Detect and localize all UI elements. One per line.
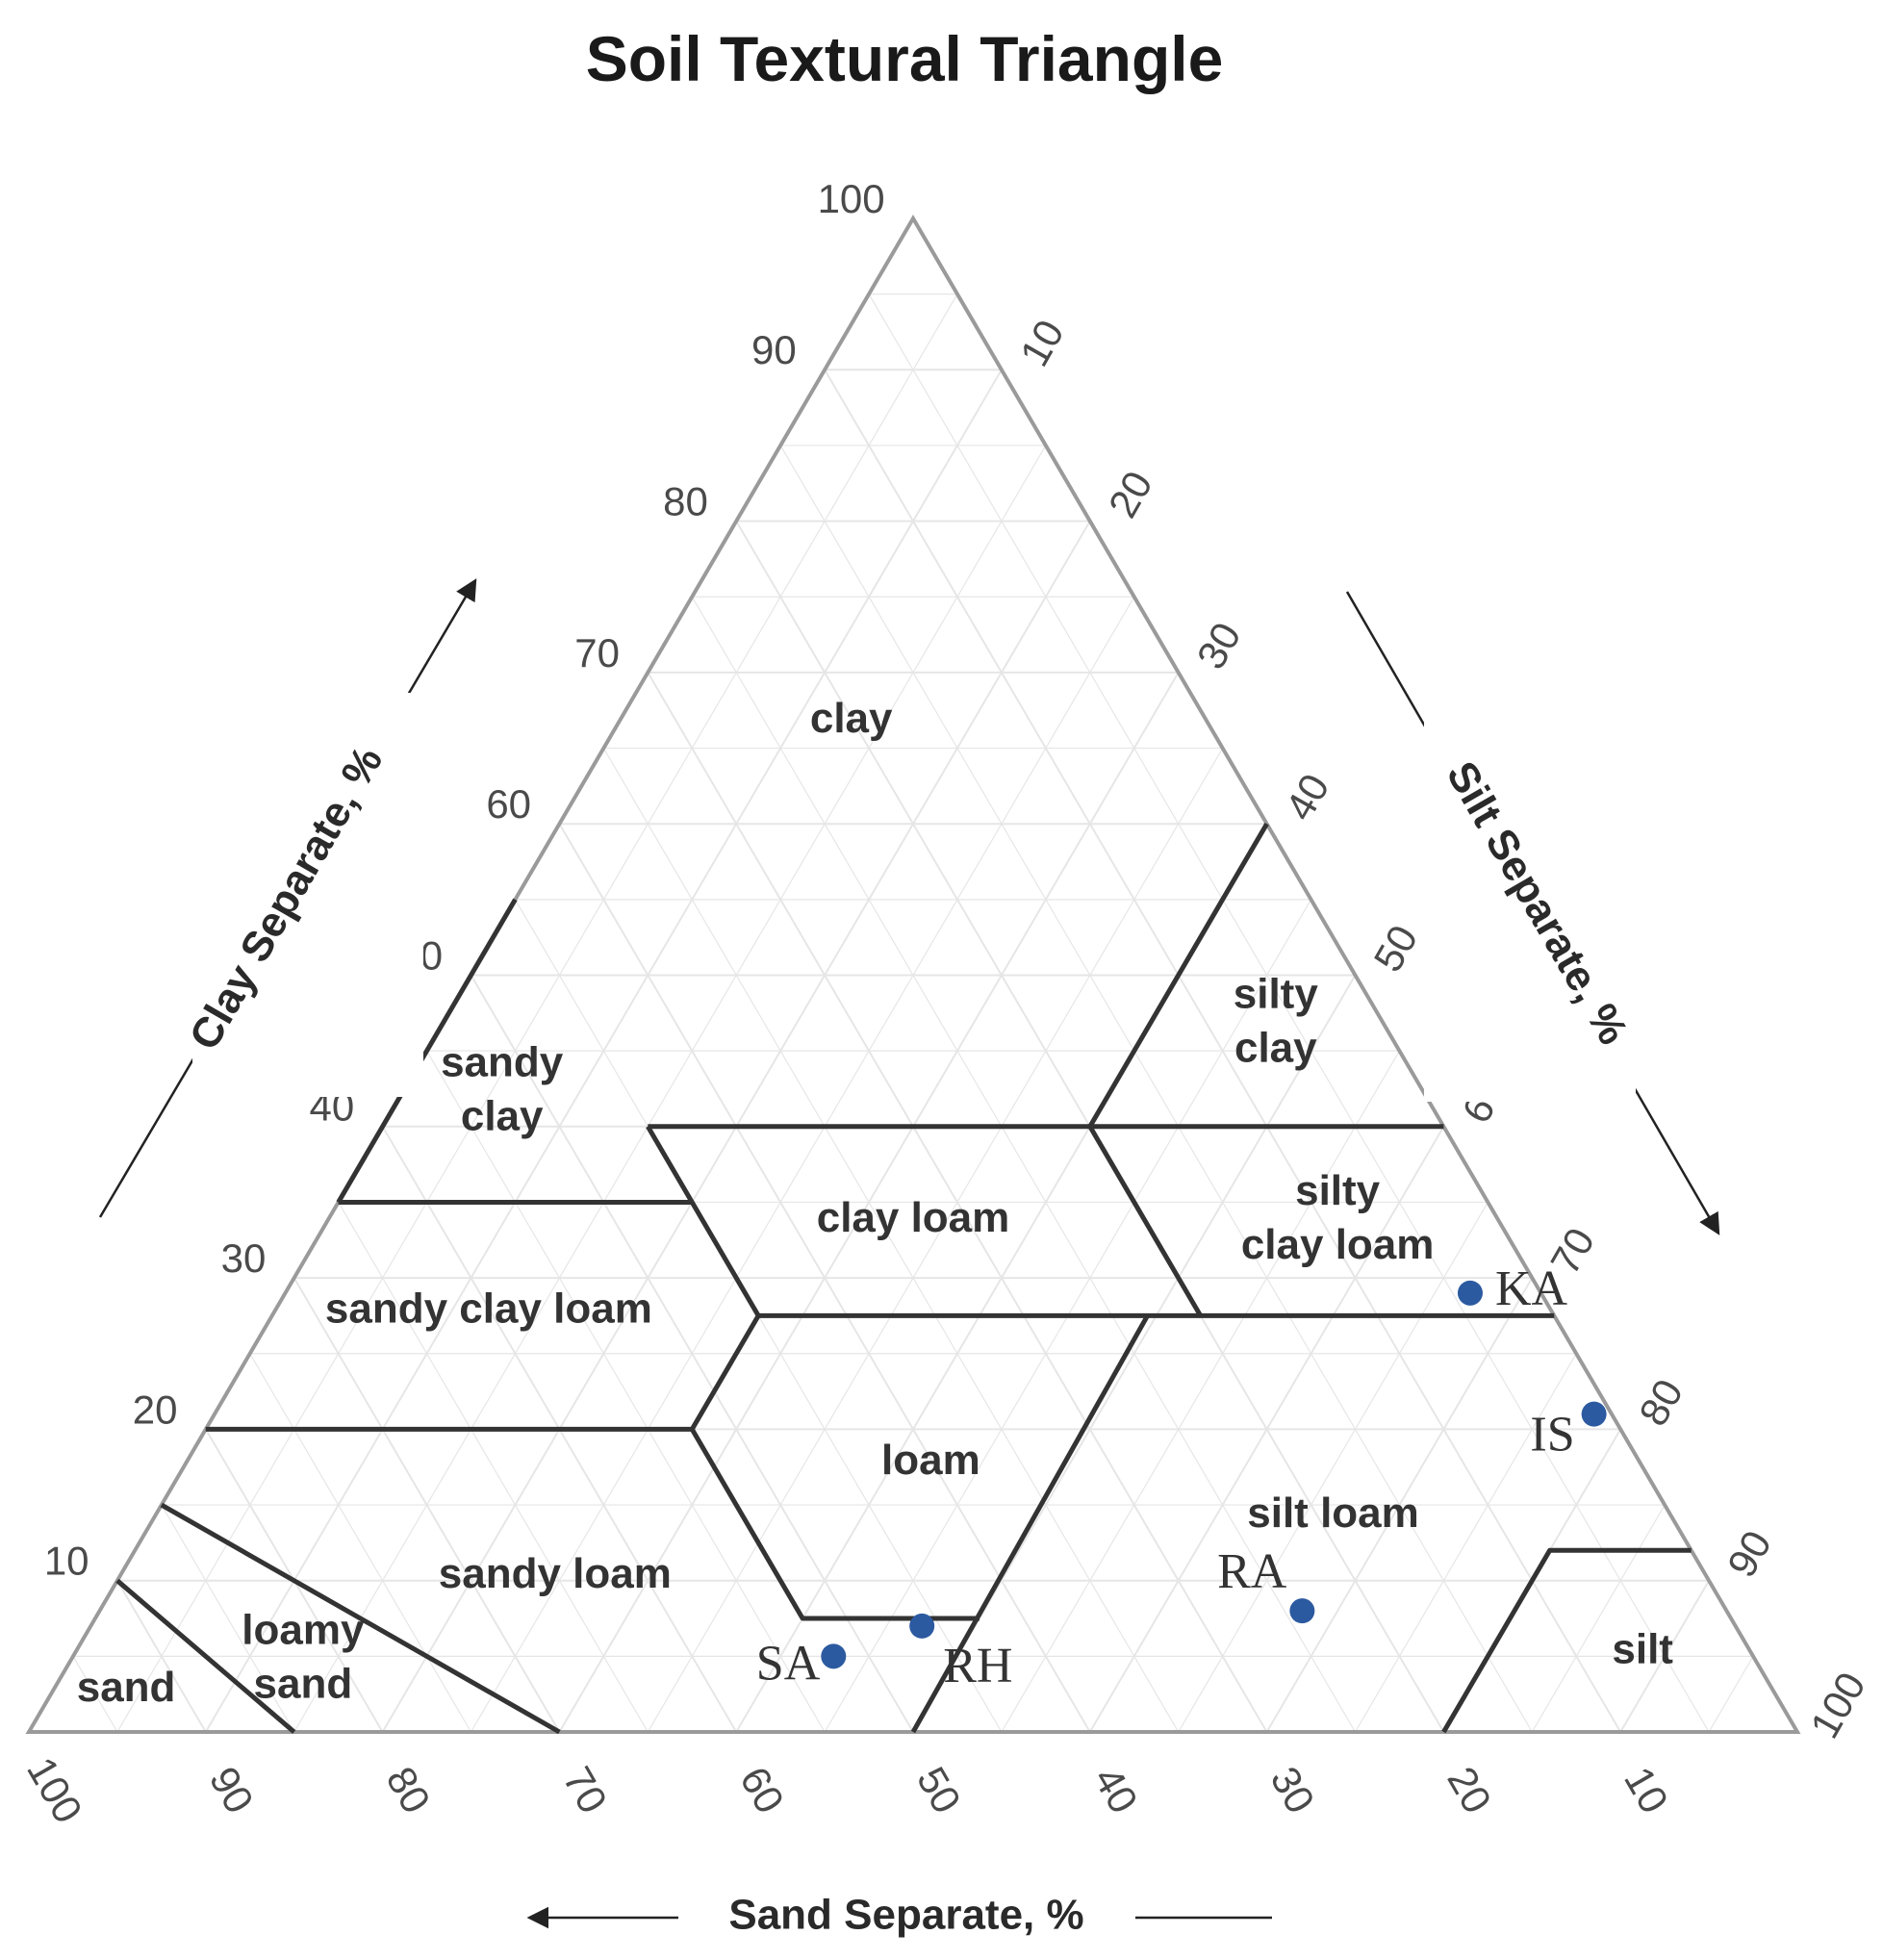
class-boundaries: [115, 822, 1692, 1735]
grid-line: [1001, 1050, 1400, 1733]
sample-label-rh: RH: [943, 1639, 1012, 1693]
region-label-sand: sand: [77, 1664, 176, 1711]
class-boundary: [115, 1578, 296, 1734]
region-label-clay: clay: [810, 695, 893, 742]
class-boundary: [1087, 1125, 1203, 1317]
clay-axis-ticks: 102030405060708090100: [44, 176, 885, 1584]
sand-tick-label: 70: [554, 1759, 616, 1820]
sample-label-ra: RA: [1217, 1544, 1287, 1599]
clay-tick-label: 60: [486, 781, 531, 827]
sample-point-ka: [1457, 1280, 1483, 1306]
sand-tick-label: 80: [378, 1759, 440, 1820]
silt-tick-label: 40: [1277, 766, 1338, 827]
grid-line: [293, 445, 1047, 1733]
grid-line: [426, 1050, 826, 1733]
grid-line: [293, 1277, 561, 1733]
grid-line: [779, 445, 1533, 1733]
sand-tick-label: 20: [1438, 1759, 1500, 1820]
grid-line: [72, 1656, 118, 1733]
sample-point-rh: [909, 1613, 935, 1639]
clay-tick-label: 70: [574, 630, 620, 675]
sample-label-sa: SA: [756, 1636, 821, 1691]
sample-point-is: [1581, 1401, 1607, 1427]
grid-line: [868, 293, 1710, 1733]
class-boundary: [1087, 822, 1269, 1129]
region-label-loam: loam: [881, 1437, 980, 1484]
grid-line: [161, 1504, 295, 1733]
grid-line: [691, 596, 1357, 1733]
grid-line: [1178, 1202, 1489, 1733]
sample-point-ra: [1289, 1598, 1315, 1624]
clay-axis: Clay Separate, %: [98, 578, 477, 1218]
sample-points: KA IS RA RH SA: [756, 1261, 1607, 1693]
grid-line: [1531, 1504, 1666, 1733]
grid-line: [116, 293, 958, 1733]
class-boundary: [1441, 1547, 1692, 1734]
grid-line: [1265, 1277, 1534, 1733]
region-label-clay-loam: clay loam: [817, 1194, 1010, 1241]
clay-tick-label: 20: [133, 1387, 178, 1432]
sample-label-is: IS: [1530, 1408, 1574, 1463]
grid-line: [338, 1202, 649, 1733]
sand-axis: Sand Separate, %: [526, 1892, 1272, 1939]
silt-tick-label: 10: [1011, 312, 1073, 373]
silt-tick-label: 20: [1100, 464, 1161, 525]
sand-axis-ticks: 100 90 80 70 60 50 40 30 20 10: [18, 1749, 1677, 1830]
silt-tick-label: 100: [1801, 1665, 1874, 1745]
region-label-sandy-loam: sandy loam: [439, 1550, 672, 1597]
sand-tick-label: 50: [908, 1759, 970, 1820]
sand-tick-label: 90: [201, 1759, 263, 1820]
clay-tick-label: 90: [751, 327, 797, 372]
clay-tick-label: 80: [663, 479, 708, 524]
class-boundary: [910, 1314, 1150, 1734]
region-label-silt: silt: [1612, 1625, 1673, 1672]
sand-tick-label: 60: [731, 1759, 793, 1820]
sand-tick-label: 30: [1262, 1759, 1324, 1820]
sample-point-sa: [821, 1643, 847, 1669]
grid-line: [1088, 1126, 1445, 1733]
grid-line: [470, 974, 914, 1733]
grid-line: [1619, 1580, 1710, 1733]
silt-tick-label: 30: [1188, 615, 1250, 676]
grid: [72, 293, 1754, 1733]
sand-tick-label: 10: [1616, 1759, 1677, 1820]
region-label-silt-loam: silt loam: [1247, 1489, 1419, 1537]
grid-line: [470, 596, 1135, 1733]
grid-line: [1708, 1656, 1754, 1733]
sand-axis-title: Sand Separate, %: [728, 1892, 1083, 1939]
grid-line: [647, 748, 1224, 1733]
region-label-sandy-clay-loam: sandy clay loam: [325, 1285, 652, 1333]
sand-tick-label: 100: [18, 1749, 91, 1830]
silt-tick-label: 50: [1364, 918, 1426, 980]
class-boundary: [160, 1502, 561, 1735]
grid-line: [116, 1580, 207, 1733]
grid-line: [602, 748, 1180, 1733]
grid-line: [1354, 1353, 1577, 1733]
sand-tick-label: 40: [1085, 1759, 1147, 1820]
clay-tick-label: 10: [44, 1539, 89, 1584]
silt-tick-label: 90: [1718, 1523, 1780, 1585]
clay-tick-label: 100: [818, 176, 885, 221]
silt-tick-label: 80: [1630, 1372, 1692, 1434]
sample-label-ka: KA: [1495, 1261, 1568, 1316]
clay-tick-label: 30: [221, 1235, 267, 1281]
class-boundary: [336, 898, 518, 1204]
silt-axis: Silt Separate, %: [1345, 591, 1720, 1235]
chart-title: Soil Textural Triangle: [586, 23, 1224, 94]
grid-line: [249, 1353, 472, 1733]
